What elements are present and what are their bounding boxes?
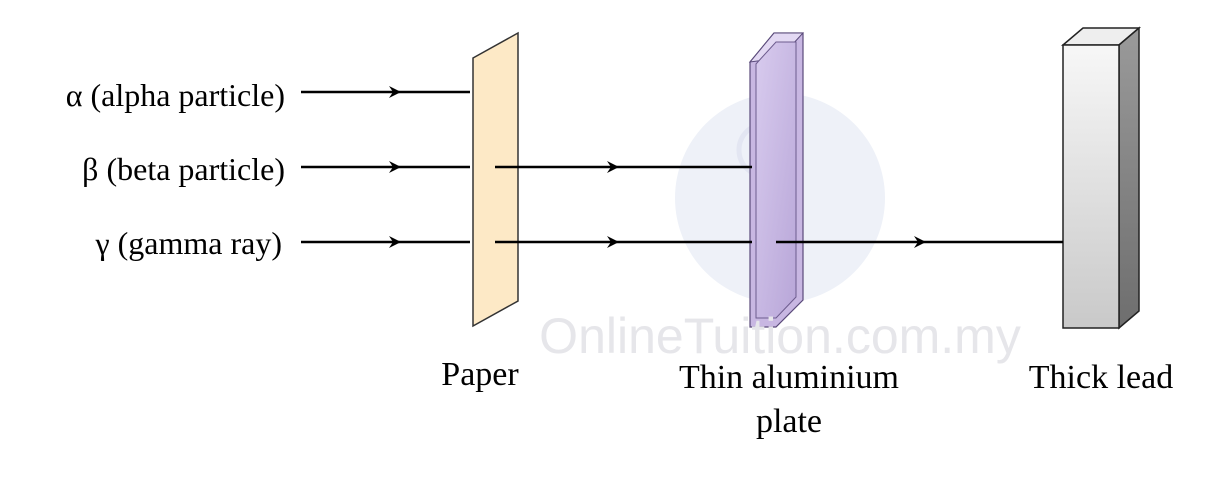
alpha-label: α (alpha particle) [66,77,285,113]
beta-ray-arrow-2 [607,161,619,173]
lead-block-front [1062,44,1120,329]
aluminium-plate-face [755,41,797,319]
watermark-text: OnlineTuition.com.my [539,308,1021,364]
beta-ray-arrow-1 [389,161,401,173]
lead-block-side [1118,26,1140,330]
gamma-label: γ (gamma ray) [95,225,283,261]
paper-sheet [472,31,519,328]
lead-label: Thick lead [1029,359,1173,396]
aluminium-label-line1: Thin aluminium [679,359,899,396]
beta-label: β (beta particle) [82,151,285,187]
aluminium-label-line2: plate [756,403,822,440]
gamma-ray-arrow-3 [914,236,926,248]
alpha-ray-arrow [389,86,401,98]
gamma-ray-arrow-2 [607,236,619,248]
gamma-ray-arrow-1 [389,236,401,248]
paper-label: Paper [441,356,519,393]
